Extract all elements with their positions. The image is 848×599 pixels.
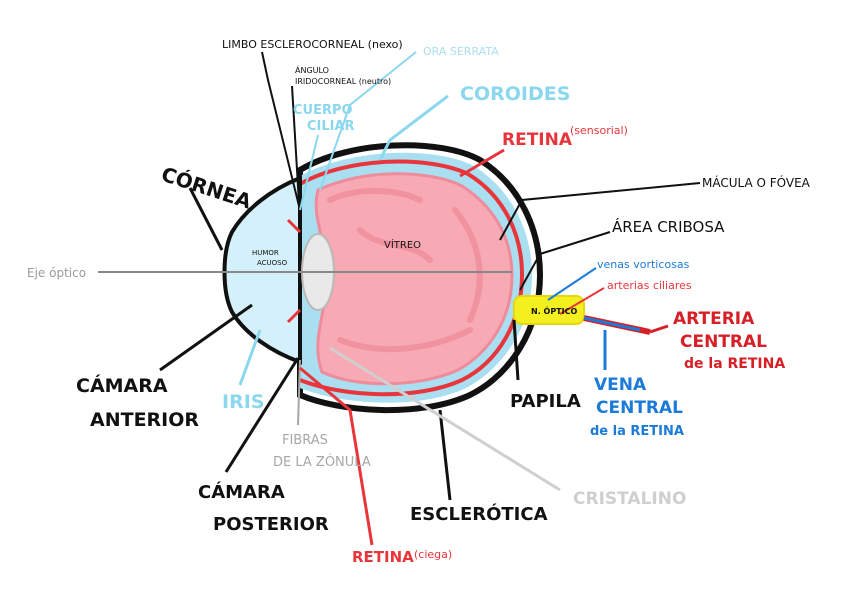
cristalino-leader	[329, 346, 561, 492]
arterias-ciliares-leader	[559, 287, 605, 315]
angulo-leader	[291, 85, 301, 221]
label-iris: IRIS	[222, 391, 264, 413]
camara-anterior-leader	[159, 303, 253, 372]
label-retina-sensorial-note: (sensorial)	[570, 124, 628, 137]
label-humor-acuoso-2: ACUOSO	[257, 259, 288, 267]
optic-nerve	[513, 295, 585, 325]
label-papila: PAPILA	[510, 391, 581, 412]
label-vena-central-2: CENTRAL	[596, 398, 683, 418]
ora-serrata-leader	[319, 51, 417, 191]
label-nervio-optico: N. ÓPTICO	[531, 305, 577, 316]
cornea-shape	[222, 175, 302, 365]
label-camara-posterior-2: POSTERIOR	[213, 514, 329, 535]
arteria-central-leader	[649, 324, 669, 334]
label-coroides: COROIDES	[460, 83, 570, 105]
label-cornea: CÓRNEA	[158, 162, 254, 214]
label-vitreo: VÍTREO	[384, 238, 421, 251]
label-camara-anterior-1: CÁMARA	[76, 374, 168, 397]
label-vena-central-1: VENA	[594, 375, 647, 395]
label-arterias-ciliares: arterias ciliares	[607, 279, 692, 292]
label-retina-ciega: RETINA	[352, 548, 414, 566]
eyeball	[98, 142, 651, 414]
label-fibras-2: DE LA ZÓNULA	[273, 454, 371, 470]
label-cuerpo-ciliar-1: CUERPO	[293, 103, 353, 118]
coroides-leader	[378, 94, 449, 161]
camara-posterior-leader	[224, 357, 300, 473]
label-macula: MÁCULA O FÓVEA	[702, 175, 811, 190]
label-arteria-central-3: de la RETINA	[684, 356, 785, 372]
iris-leader	[238, 329, 262, 386]
papila-leader	[512, 319, 520, 381]
iris-shape	[286, 218, 302, 324]
macula-leader	[499, 182, 701, 241]
label-cuerpo-ciliar-2: CILIAR	[307, 119, 355, 134]
label-limbo: LIMBO ESCLEROCORNEAL (nexo)	[222, 38, 403, 51]
retina-sensorial-leader	[459, 148, 505, 178]
leader-lines	[159, 51, 701, 546]
central-vein-vessel	[583, 316, 641, 332]
label-camara-anterior-2: ANTERIOR	[90, 409, 199, 431]
label-arteria-central-2: CENTRAL	[680, 332, 767, 352]
vitreous-texture	[327, 188, 483, 353]
label-humor-acuoso-1: HUMOR	[252, 249, 279, 257]
esclerotica-leader	[438, 409, 452, 501]
label-arteria-central-1: ARTERIA	[673, 309, 755, 329]
area-cribosa-leader	[519, 231, 611, 291]
label-ora-serrata: ORA SERRATA	[423, 45, 499, 58]
cuerpo-ciliar-leader	[299, 134, 319, 211]
venas-vorticosas-leader	[547, 267, 597, 301]
cornea-leader	[188, 187, 224, 251]
fibras-leader	[297, 359, 301, 426]
label-angulo-2: IRIDOCORNEAL (neutro)	[295, 77, 391, 86]
label-retina-sensorial: RETINA	[502, 130, 573, 150]
sclera-ring	[297, 142, 544, 414]
label-retina-ciega-note: (ciega)	[414, 548, 452, 561]
labels: LIMBO ESCLEROCORNEAL (nexo) ÁNGULO IRIDO…	[27, 38, 811, 566]
label-esclerotica: ESCLERÓTICA	[410, 503, 548, 525]
label-camara-posterior-1: CÁMARA	[198, 481, 285, 503]
label-area-cribosa: ÁREA CRIBOSA	[612, 217, 725, 236]
retina-ciega-leader	[299, 366, 374, 546]
label-eje-optico: Eje óptico	[27, 266, 86, 280]
label-fibras-1: FIBRAS	[282, 433, 328, 448]
label-cristalino: CRISTALINO	[573, 489, 686, 509]
limbo-leader	[261, 51, 301, 211]
label-vena-central-3: de la RETINA	[590, 424, 684, 439]
retina-layer	[299, 159, 525, 397]
label-angulo-1: ÁNGULO	[295, 64, 329, 75]
label-venas-vorticosas: venas vorticosas	[597, 258, 690, 271]
